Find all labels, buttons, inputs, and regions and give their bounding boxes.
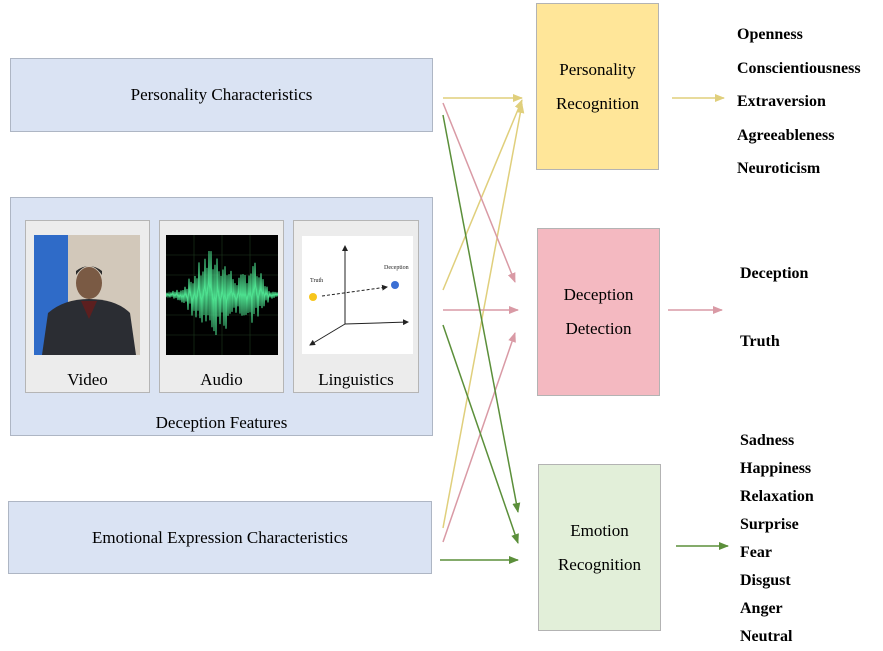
video-label: Video bbox=[67, 370, 108, 389]
output-neuroticism: Neuroticism bbox=[737, 160, 821, 177]
audio-label: Audio bbox=[200, 370, 243, 389]
output-agreeableness: Agreeableness bbox=[737, 127, 835, 144]
personality-characteristics-box: Personality Characteristics bbox=[10, 58, 433, 132]
output-anger: Anger bbox=[740, 600, 783, 617]
arrow-deception-to-emotion bbox=[442, 324, 519, 544]
output-extraversion: Extraversion bbox=[737, 93, 826, 110]
output-fear: Fear bbox=[740, 544, 772, 561]
deception-detection-line2: Detection bbox=[565, 319, 632, 338]
output-neutral: Neutral bbox=[740, 628, 793, 645]
output-sadness: Sadness bbox=[740, 432, 795, 449]
linguistics-tile: Truth Deception Linguistics bbox=[293, 220, 419, 393]
emotion-recognition-box: Emotion Recognition bbox=[538, 464, 661, 631]
linguistics-label: Linguistics bbox=[318, 370, 394, 389]
deception-detection-line1: Deception bbox=[563, 285, 634, 304]
emotion-recognition-line1: Emotion bbox=[570, 520, 629, 540]
emotional-expression-box: Emotional Expression Characteristics bbox=[8, 501, 432, 574]
output-openness: Openness bbox=[737, 26, 803, 43]
emotion-recognition-line2: Recognition bbox=[557, 554, 642, 574]
personality-characteristics-label: Personality Characteristics bbox=[130, 85, 313, 104]
arrow-personality-to-emotion bbox=[442, 114, 521, 513]
output-conscientiousness: Conscientiousness bbox=[737, 60, 861, 77]
arrow-deception-to-personality bbox=[442, 99, 523, 291]
audio-tile: Audio bbox=[159, 220, 284, 393]
personality-recognition-line2: Recognition bbox=[555, 93, 640, 113]
audio-waveform-image bbox=[166, 235, 278, 355]
video-tile: Video bbox=[25, 220, 150, 393]
video-frame-image bbox=[34, 235, 140, 355]
output-truth: Truth bbox=[740, 333, 780, 350]
arrow-emotional-to-personality bbox=[442, 103, 525, 529]
arrow-personality-to-deception bbox=[442, 102, 516, 283]
personality-recognition-box: Personality Recognition bbox=[536, 3, 659, 170]
deception-point-label: Deception bbox=[384, 265, 409, 271]
arrow-emotional-to-deception bbox=[442, 332, 516, 543]
linguistics-vector-image: Truth Deception bbox=[302, 236, 413, 354]
output-deception: Deception bbox=[740, 265, 809, 282]
output-surprise: Surprise bbox=[740, 516, 799, 533]
output-relaxation: Relaxation bbox=[740, 488, 814, 505]
output-happiness: Happiness bbox=[740, 460, 812, 477]
deception-detection-box: Deception Detection bbox=[537, 228, 660, 396]
output-disgust: Disgust bbox=[740, 572, 791, 589]
deception-features-label: Deception Features bbox=[155, 413, 288, 432]
emotional-expression-label: Emotional Expression Characteristics bbox=[92, 527, 348, 547]
truth-label: Truth bbox=[310, 278, 323, 284]
personality-recognition-line1: Personality bbox=[559, 59, 636, 79]
